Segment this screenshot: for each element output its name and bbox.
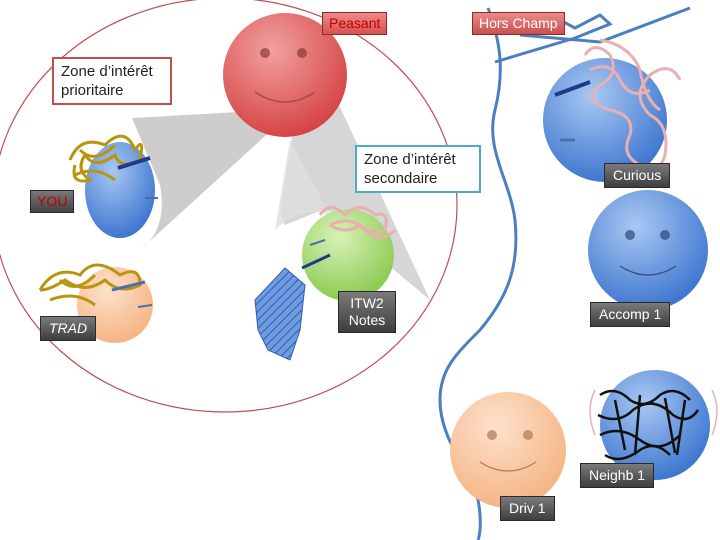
accomp1-label: Accomp 1 <box>590 302 671 327</box>
secondary-gaze-cone-inner <box>275 140 330 230</box>
field-circle <box>0 0 458 413</box>
peasant-face <box>223 13 347 137</box>
priority-gaze-cone <box>132 110 285 250</box>
itw2-face <box>301 206 397 301</box>
itw2-notes-label: ITW2 Notes <box>338 291 396 333</box>
zone-prioritaire-label: Zone d’intérêt prioritaire <box>52 57 172 105</box>
curious-label: Curious <box>604 163 671 188</box>
neighb1-face <box>589 370 718 480</box>
you-face <box>68 134 158 238</box>
trad-label: TRAD <box>40 316 97 341</box>
driv1-label: Driv 1 <box>500 496 555 521</box>
neighb1-label: Neighb 1 <box>580 463 655 488</box>
curious-face <box>543 38 682 182</box>
driv1-face <box>450 392 566 508</box>
notes-shape <box>254 267 306 361</box>
accomp1-face <box>588 190 708 310</box>
hors-champ-label: Hors Champ <box>472 12 565 35</box>
hors-champ-arrow <box>494 6 691 64</box>
you-label: YOU <box>30 190 75 213</box>
zone-secondaire-label: Zone d’intérêt secondaire <box>355 145 481 193</box>
peasant-label: Peasant <box>322 12 388 35</box>
